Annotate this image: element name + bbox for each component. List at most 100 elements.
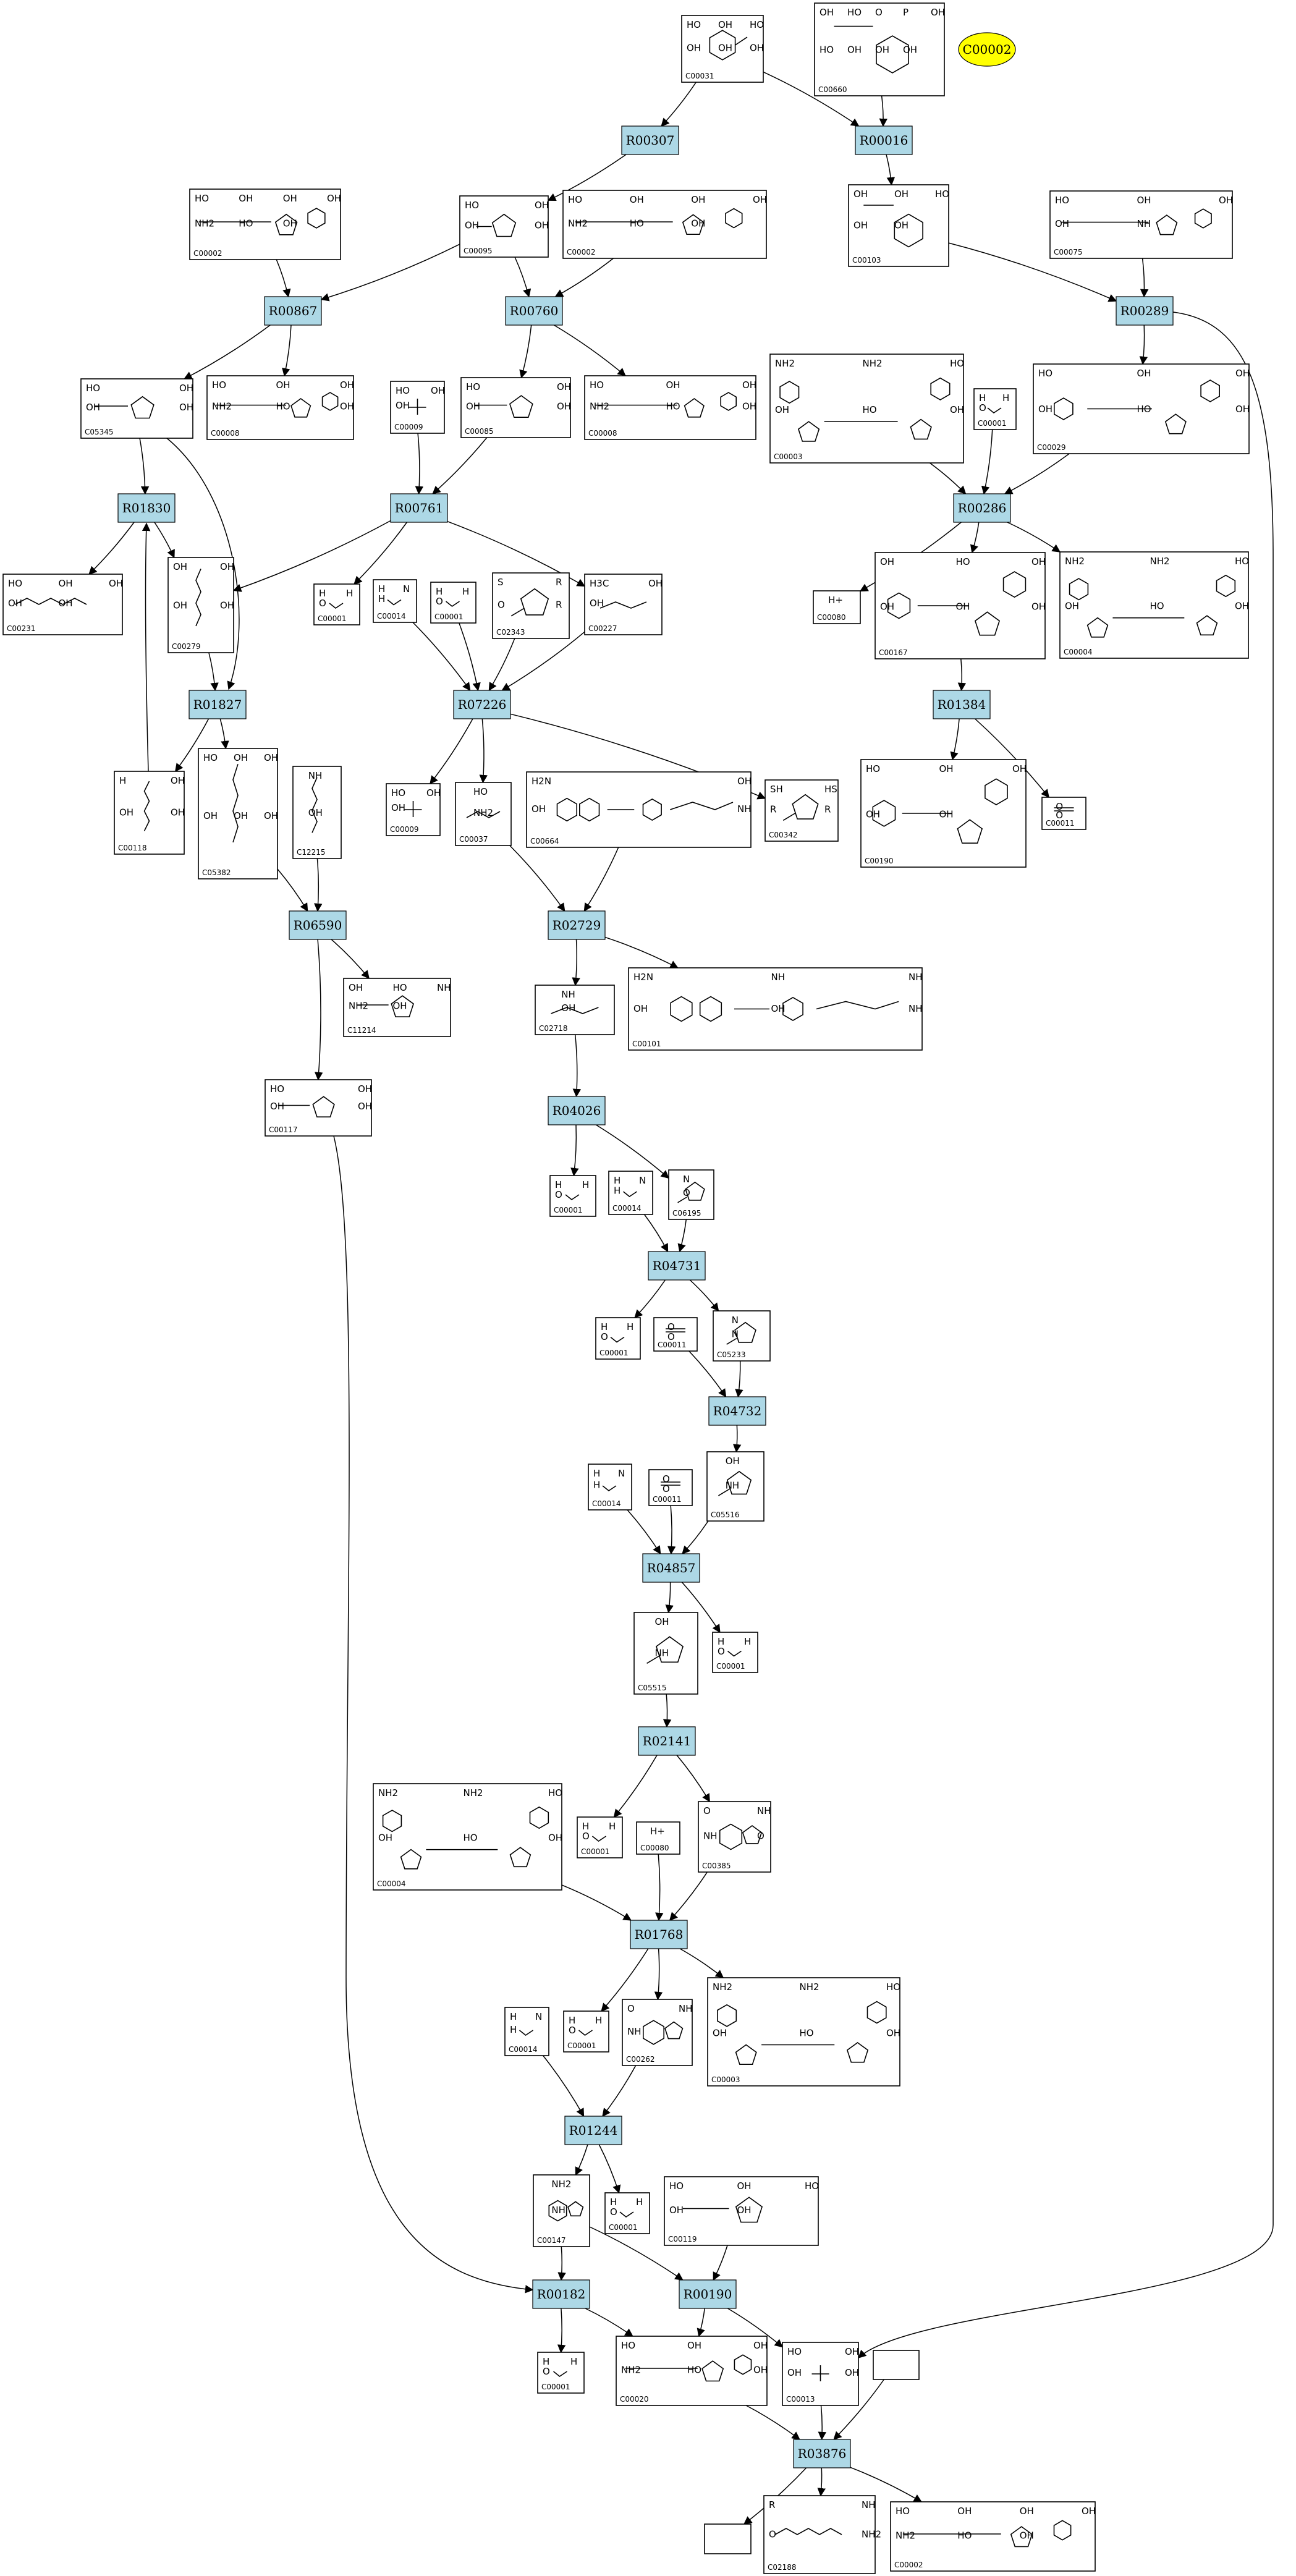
edge-R00190-to-c00013: [727, 2308, 784, 2348]
reaction-node-r00286[interactable]: R00286: [953, 493, 1011, 523]
reaction-node-r01827[interactable]: R01827: [188, 690, 247, 719]
compound-box[interactable]: [873, 2350, 920, 2380]
reaction-node-r01768[interactable]: R01768: [630, 1920, 688, 1949]
reaction-node-r04026[interactable]: R04026: [548, 1096, 606, 1125]
reaction-node-r07226[interactable]: R07226: [453, 690, 511, 719]
reaction-node-r00761[interactable]: R00761: [390, 493, 448, 523]
compound-box[interactable]: [704, 2523, 752, 2554]
reaction-node-r01830[interactable]: R01830: [117, 493, 176, 523]
reaction-node-r00016[interactable]: R00016: [855, 125, 913, 155]
compound-box[interactable]: H+C00080: [636, 1821, 680, 1855]
atom-label: O: [1056, 801, 1063, 812]
compound-border: [616, 2336, 768, 2406]
bond-line: [811, 2365, 829, 2381]
reaction-node-r02729[interactable]: R02729: [548, 910, 606, 940]
reaction-node-r00867[interactable]: R00867: [264, 296, 322, 326]
reaction-node-r03876[interactable]: R03876: [793, 2439, 851, 2468]
atom-label: OH: [1235, 368, 1250, 379]
reaction-node-r01384[interactable]: R01384: [933, 690, 991, 719]
atom-label: H+: [650, 1826, 665, 1837]
reaction-node-r00307[interactable]: R00307: [621, 125, 679, 155]
reaction-node-r00182[interactable]: R00182: [532, 2279, 590, 2309]
reaction-node-r01244[interactable]: R01244: [564, 2116, 622, 2145]
reaction-node-r02141[interactable]: R02141: [638, 1726, 696, 1756]
reaction-node-r04731[interactable]: R04731: [648, 1251, 706, 1281]
compound-box[interactable]: H+C00080: [813, 590, 861, 624]
reaction-node-r04732[interactable]: R04732: [708, 1396, 766, 1426]
atom-label: NH2: [862, 2528, 881, 2540]
atom-label: HO: [86, 383, 100, 394]
atom-label: OH: [845, 2346, 859, 2357]
edge-c00001c-to-R07226: [459, 622, 481, 692]
reaction-node-r00289[interactable]: R00289: [1116, 296, 1174, 326]
reaction-node-r04857[interactable]: R04857: [642, 1553, 700, 1583]
reaction-node-r00190[interactable]: R00190: [679, 2279, 737, 2309]
reaction-node-r06590[interactable]: R06590: [289, 910, 347, 940]
reaction-node-r00760[interactable]: R00760: [505, 296, 563, 326]
